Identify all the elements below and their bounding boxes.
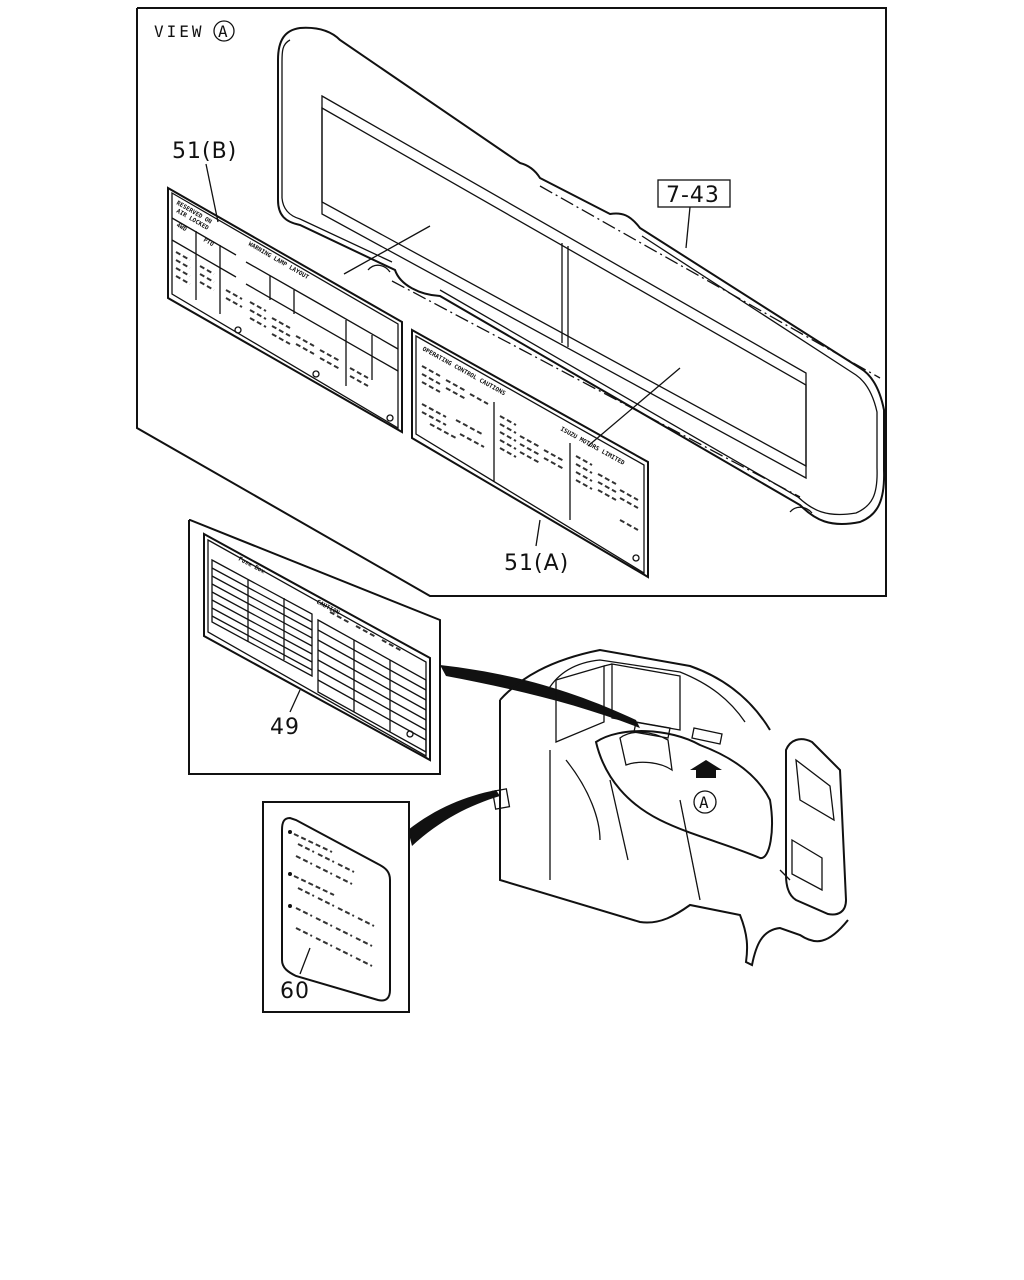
part-7-43-label: 7-43 [666,183,720,208]
leader-51a-panel [587,367,681,447]
callout-49: 49 [270,689,301,740]
callout-51b: 51(B) [172,139,237,223]
truck-cab: A [491,648,849,967]
view-label-circle-letter: A [218,22,231,41]
callout-7-43: 7-43 [657,179,731,249]
connector-60 [408,790,500,846]
box-49: Fuse Box CAUTION [188,519,441,775]
connector-49 [440,665,640,728]
box-60 [262,801,410,1013]
part-51a-label: 51(A) [504,551,569,576]
part-60-label: 60 [280,979,310,1004]
label-51b-heading: WARNING LAMP LAYOUT [247,241,310,282]
callout-51a: 51(A) [504,519,569,576]
view-a-frame [136,7,887,597]
overhead-panel [277,26,886,526]
part-51b-label: 51(B) [172,139,237,164]
label-51b: RESERVED ON AIR LOCKED WARNING LAMP LAYO… [167,186,403,434]
label-51a: OPERATING CONTROL CAUTIONS ISUZU MOTORS … [411,328,649,579]
part-49-label: 49 [270,715,300,740]
callout-60: 60 [280,947,311,1004]
leader-51b-panel [343,225,431,275]
label-51b-col-b: PTO [202,237,215,249]
label-51b-col-a: 4WD [175,222,188,234]
arrow-marker-letter: A [699,793,712,812]
view-a-title: VIEW A [154,20,235,42]
view-label-text: VIEW [154,22,205,41]
